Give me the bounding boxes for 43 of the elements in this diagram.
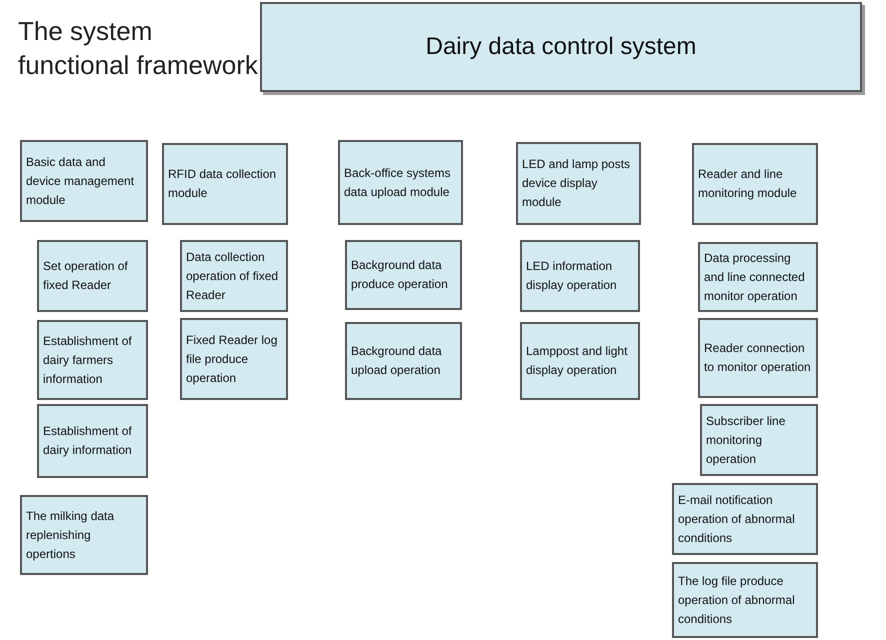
function-box bbox=[37, 404, 148, 478]
box-text: Fixed Reader log file produce operation bbox=[186, 332, 278, 386]
box-text: Background data upload operation bbox=[351, 343, 443, 379]
box-text: LED and lamp posts device display module bbox=[522, 156, 632, 211]
box-text: Reader and line monitoring module bbox=[698, 166, 798, 202]
function-box bbox=[692, 143, 818, 225]
function-box bbox=[520, 322, 640, 400]
box-text: Set operation of fixed Reader bbox=[43, 258, 129, 294]
diagram-title: The system functional framework bbox=[18, 15, 259, 82]
function-box bbox=[672, 562, 818, 638]
box-text: Lamppost and light display operation bbox=[526, 343, 628, 379]
box-text: LED information display operation bbox=[526, 258, 618, 294]
box-text: Data processing and line connected monitor operation bbox=[704, 250, 806, 304]
function-box bbox=[520, 240, 640, 312]
function-box bbox=[698, 242, 818, 312]
box-text: Reader connection to monitor operation bbox=[704, 340, 812, 376]
function-box bbox=[180, 240, 288, 312]
function-box bbox=[162, 143, 288, 225]
function-box bbox=[345, 322, 462, 400]
box-text: Establishment of dairy information bbox=[43, 423, 133, 459]
function-box bbox=[698, 318, 818, 398]
box-text: The log file produce operation of abnormal conditions bbox=[678, 572, 796, 628]
function-box bbox=[20, 140, 148, 222]
box-text: Establishment of dairy farmers information bbox=[43, 332, 133, 388]
function-box bbox=[672, 483, 818, 555]
box-text: Background data produce operation bbox=[351, 257, 449, 293]
box-text: Back-office systems data upload module bbox=[344, 164, 452, 200]
box-text: Dairy data control system bbox=[426, 32, 696, 62]
function-box bbox=[700, 404, 818, 476]
box-text: Data collection operation of fixed Reader bbox=[186, 248, 280, 304]
function-box bbox=[345, 240, 462, 310]
function-box bbox=[338, 140, 463, 225]
function-box bbox=[516, 142, 641, 225]
box-text: The milking data replenishing opertions bbox=[26, 508, 116, 562]
system-box bbox=[260, 2, 862, 92]
function-box bbox=[37, 320, 148, 400]
function-box bbox=[180, 318, 288, 400]
function-box bbox=[37, 240, 148, 312]
box-text: RFID data collection module bbox=[168, 166, 278, 202]
box-text: Subscriber line monitoring operation bbox=[706, 412, 786, 468]
box-text: Basic data and device management module bbox=[26, 154, 136, 208]
function-box bbox=[20, 495, 148, 575]
box-text: E-mail notification operation of abnormal conditions bbox=[678, 492, 796, 546]
